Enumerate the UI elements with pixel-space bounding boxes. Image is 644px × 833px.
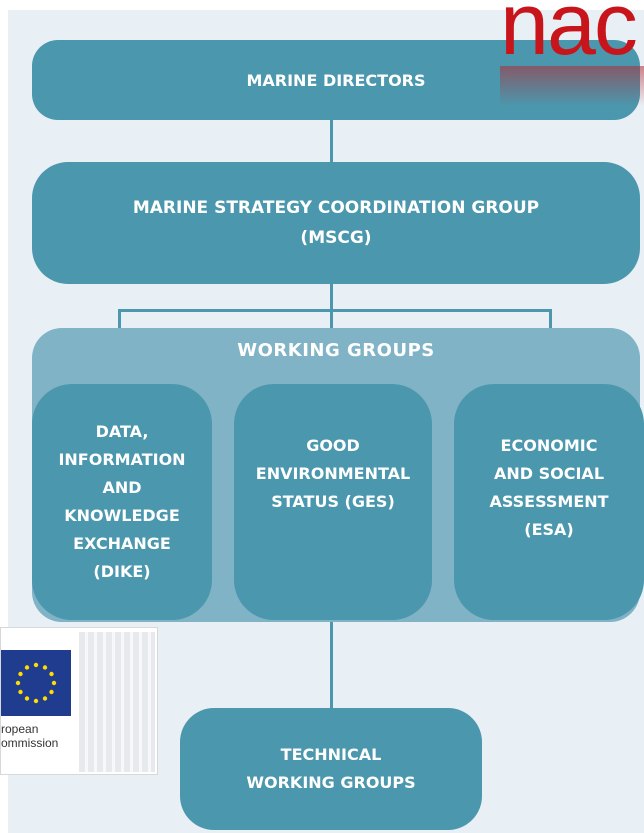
technical-line: WORKING GROUPS [246,773,416,792]
european-commission-logo: ropean ommission [0,627,158,775]
connector-to-esa [549,309,552,331]
connector-horizontal [118,309,552,312]
working-groups-title: WORKING GROUPS [237,340,435,361]
connector-to-technical [330,620,333,710]
mscg-box: MARINE STRATEGY COORDINATION GROUP (MSCG… [32,162,640,284]
overlay-watermark-text: nac [500,0,638,68]
esa-line: ASSESSMENT [489,492,609,511]
mscg-label-line1: MARINE STRATEGY COORDINATION GROUP [132,198,540,218]
overlay-reflection [500,66,644,106]
esa-box: ECONOMIC AND SOCIAL ASSESSMENT (ESA) [454,384,644,620]
dike-line: (DIKE) [93,562,151,581]
logo-text: ropean ommission [1,722,58,750]
connector-directors-mscg [330,118,333,164]
logo-text-line2: ommission [1,736,59,750]
technical-working-groups-box: TECHNICAL WORKING GROUPS [180,708,482,830]
dike-box: DATA, INFORMATION AND KNOWLEDGE EXCHANGE… [32,384,212,620]
esa-line: AND SOCIAL [493,464,605,483]
mscg-label-line2: (MSCG) [300,228,372,248]
ges-line: ENVIRONMENTAL [255,464,411,483]
dike-line: EXCHANGE [73,534,171,553]
technical-line: TECHNICAL [280,745,382,764]
connector-to-dike [118,309,121,331]
logo-text-line1: ropean [1,722,39,736]
dike-line: KNOWLEDGE [64,506,180,525]
dike-line: DATA, [95,422,149,441]
ges-line: GOOD [306,436,360,455]
dike-line: AND [102,478,142,497]
connector-to-ges [330,309,333,331]
ges-box: GOOD ENVIRONMENTAL STATUS (GES) [234,384,432,620]
building-graphic [79,632,155,772]
eu-stars-icon [15,662,57,704]
connector-mscg-down [330,282,333,310]
ges-line: STATUS (GES) [271,492,395,511]
esa-line: ECONOMIC [500,436,598,455]
dike-line: INFORMATION [58,450,186,469]
marine-directors-label: MARINE DIRECTORS [246,70,426,90]
esa-line: (ESA) [524,520,574,539]
eu-flag-icon [1,650,71,716]
